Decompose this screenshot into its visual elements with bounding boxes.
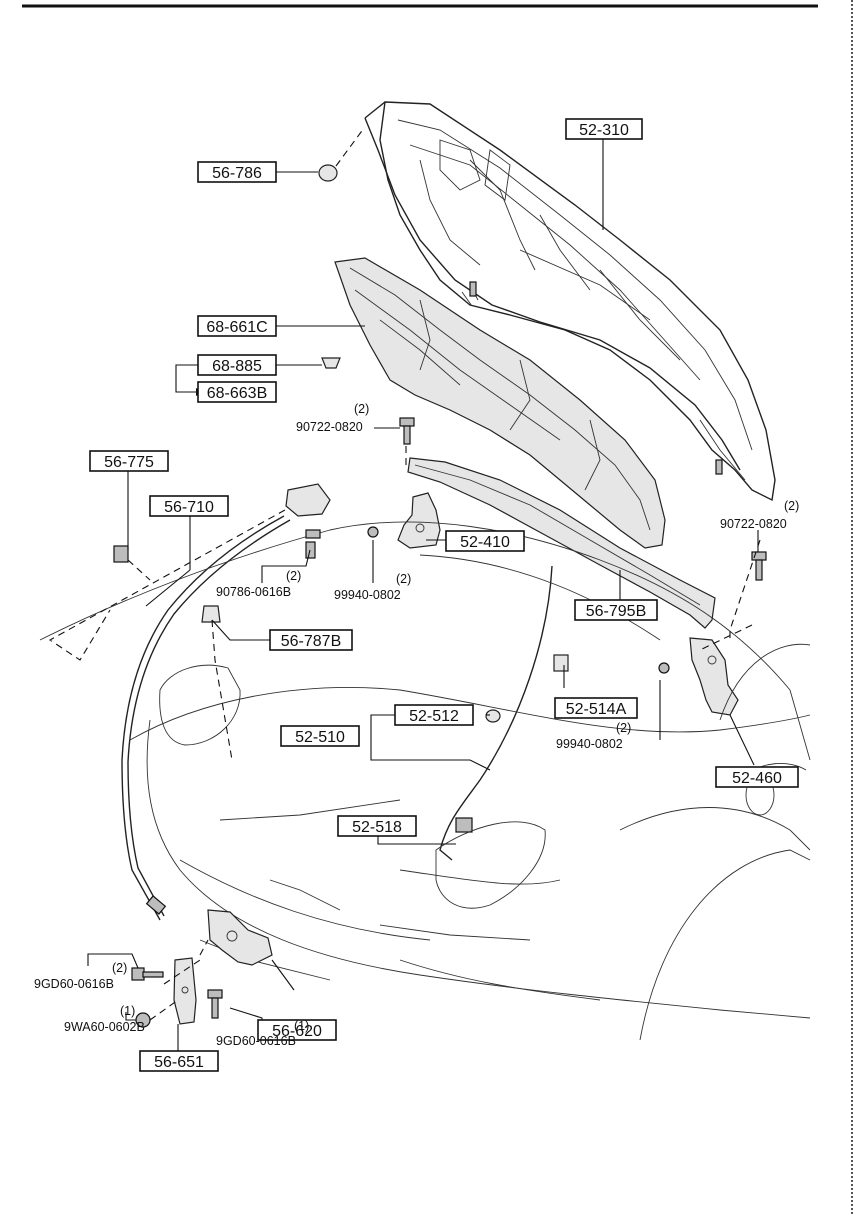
fastener-9WA60-0602B-qty: (1): [120, 1004, 135, 1018]
label-56-795B: 56-795B: [574, 599, 658, 621]
car-body-outline: [39, 521, 811, 1041]
rod-holder: [553, 654, 569, 672]
fastener-9GD60-0616B-left-qty: (2): [112, 961, 127, 975]
fastener-9GD60-0616B-right: 9GD60-0616B: [216, 1034, 296, 1048]
svg-text:56-787B: 56-787B: [281, 633, 342, 650]
label-56-787B: 56-787B: [269, 629, 353, 651]
insulator-clip: [321, 357, 341, 369]
fastener-99940-0802-left-qty: (2): [396, 572, 411, 586]
label-52-518: 52-518: [337, 815, 417, 837]
fastener-99940-0802-right-qty: (2): [616, 721, 631, 735]
fastener-99940-0802-right: 99940-0802: [556, 737, 623, 751]
hood-insulator: [334, 257, 666, 549]
fastener-90786-0616B-qty: (2): [286, 569, 301, 583]
svg-text:56-795B: 56-795B: [586, 603, 647, 620]
svg-text:52-512: 52-512: [409, 708, 459, 725]
svg-text:52-518: 52-518: [352, 819, 402, 836]
hood-panel: [364, 101, 776, 502]
svg-text:56-775: 56-775: [104, 454, 154, 471]
fastener-90722-0820-right: 90722-0820: [720, 517, 787, 531]
hood-hinge-left: [367, 492, 441, 549]
svg-text:52-510: 52-510: [295, 729, 345, 746]
label-52-410: 52-410: [445, 530, 525, 552]
svg-text:68-663B: 68-663B: [207, 385, 268, 402]
label-52-460: 52-460: [715, 766, 799, 788]
leader-lines: [87, 139, 759, 1051]
hood-hinge-right: [658, 637, 739, 716]
fastener-9GD60-0616B-left: 9GD60-0616B: [34, 977, 114, 991]
cable-clip: [113, 545, 129, 563]
label-52-512: 52-512: [394, 704, 474, 726]
svg-text:52-410: 52-410: [460, 534, 510, 551]
label-56-620: 56-620: [257, 1019, 337, 1041]
label-68-661C: 68-661C: [197, 315, 277, 337]
label-56-710: 56-710: [149, 495, 229, 517]
label-56-775: 56-775: [89, 450, 169, 472]
hood-stop-pad: [201, 605, 221, 623]
label-56-651: 56-651: [139, 1050, 219, 1072]
label-52-510: 52-510: [280, 725, 360, 747]
svg-text:68-885: 68-885: [212, 358, 262, 375]
svg-text:52-460: 52-460: [732, 770, 782, 787]
fastener-99940-0802-left: 99940-0802: [334, 588, 401, 602]
latch-bracket: [173, 957, 197, 1025]
fastener-90722-0820-left-qty: (2): [354, 402, 369, 416]
hood-seal-strip: [407, 457, 716, 629]
rod-grommet: [455, 817, 473, 833]
fastener-90722-0820-left: 90722-0820: [296, 420, 363, 434]
fastener-90722-0820-right-qty: (2): [784, 499, 799, 513]
fastener-9WA60-0602B: 9WA60-0602B: [64, 1020, 145, 1034]
svg-text:56-651: 56-651: [154, 1054, 204, 1071]
hood-latch: [207, 909, 273, 966]
label-52-514A: 52-514A: [554, 697, 638, 719]
svg-text:56-620: 56-620: [272, 1023, 322, 1040]
release-cable: [121, 483, 331, 921]
svg-text:52-514A: 52-514A: [566, 701, 627, 718]
fastener-90786-0616B: 90786-0616B: [216, 585, 291, 599]
label-68-885: 68-885: [197, 354, 277, 376]
label-56-786: 56-786: [197, 161, 277, 183]
dashed-assembly-lines: [48, 127, 761, 1021]
label-68-663B: 68-663B: [197, 381, 277, 403]
bolts: [131, 281, 767, 1028]
svg-text:56-786: 56-786: [212, 165, 262, 182]
bumper-stop: [318, 164, 338, 182]
svg-text:68-661C: 68-661C: [206, 319, 267, 336]
label-52-310: 52-310: [565, 118, 643, 140]
fastener-9GD60-0616B-right-qty: (1): [294, 1019, 309, 1033]
hood-support-rod: [439, 565, 553, 861]
svg-text:52-310: 52-310: [579, 122, 629, 139]
parts-illustration: [39, 101, 811, 1051]
rod-clip: [485, 709, 501, 723]
svg-text:56-710: 56-710: [164, 499, 214, 516]
